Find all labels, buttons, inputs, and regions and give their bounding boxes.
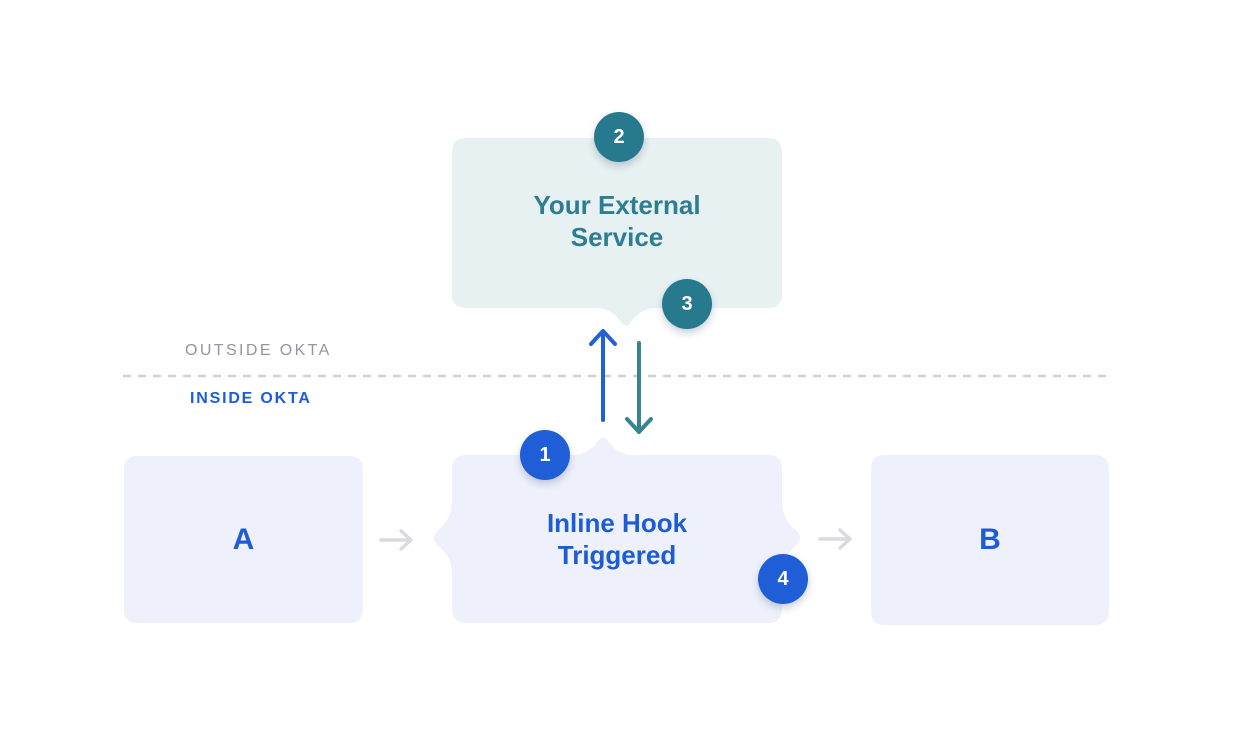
inline-hook-label: Inline Hook Triggered (546, 508, 688, 570)
flow-arrow-a-to-hook (379, 529, 413, 551)
step-badge-2: 2 (594, 112, 644, 162)
node-a: A (124, 456, 363, 623)
step-badge-3: 3 (662, 279, 712, 329)
inline-hook-bubble (434, 437, 800, 623)
external-service-label: Your External Service (533, 190, 701, 252)
request-up-arrow (589, 329, 617, 422)
inside-okta-label: INSIDE OKTA (190, 390, 312, 407)
response-down-arrow (625, 341, 653, 434)
node-b: B (871, 455, 1109, 625)
step-badge-1: 1 (520, 430, 570, 480)
external-service-bubble (452, 138, 782, 326)
flow-arrow-hook-to-b (818, 528, 852, 550)
step-badge-4: 4 (758, 554, 808, 604)
node-b-label: B (979, 523, 1001, 556)
outside-okta-label: OUTSIDE OKTA (185, 342, 332, 359)
node-a-label: A (232, 522, 255, 556)
